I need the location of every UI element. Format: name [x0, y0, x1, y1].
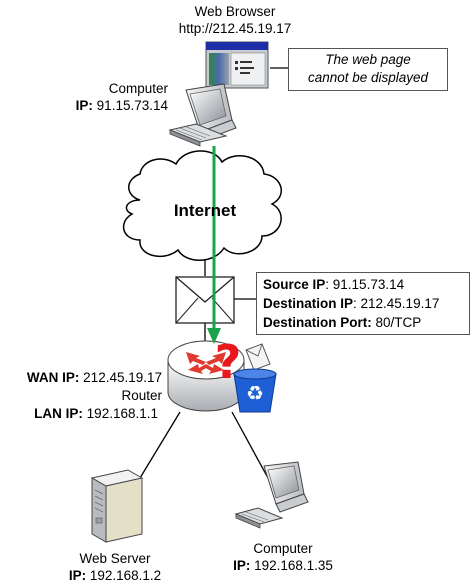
router-name: Router — [121, 388, 162, 403]
error-line-1: The web page — [325, 52, 411, 67]
cloud-icon — [122, 150, 282, 261]
router-wan-value: 212.45.19.17 — [79, 370, 162, 385]
web-server-ip-label: IP: — [68, 568, 87, 583]
computer-bottom-ip-label: IP: — [233, 558, 251, 573]
computer-top-name: Computer — [108, 81, 168, 96]
svg-text:♻: ♻ — [246, 381, 264, 405]
router-wan-label: WAN IP: — [26, 370, 80, 385]
browser-url: http://212.45.19.17 — [178, 21, 292, 36]
web-server-ip-value: 192.168.1.2 — [86, 568, 162, 583]
browser-window-icon — [205, 41, 269, 89]
packet-info-box: Source IP: 91.15.73.14 Destination IP: 2… — [256, 272, 470, 335]
router-lan-ip: LAN IP: 192.168.1.1 — [0, 405, 158, 422]
link-router-computer — [231, 411, 269, 479]
web-server-ip: IP: 192.168.1.2 — [40, 567, 190, 584]
internet-label: Internet — [173, 201, 237, 220]
recycle-bin-icon: ♻ — [233, 343, 277, 413]
packet-source: Source IP: 91.15.73.14 — [263, 277, 405, 292]
envelope-icon — [175, 276, 235, 324]
computer-top-ip-value: 91.15.73.14 — [96, 98, 168, 113]
computer-bottom-ip: IP: 192.168.1.35 — [208, 557, 358, 574]
packet-port: Destination Port: 80/TCP — [263, 315, 422, 330]
computer-bottom-ip-value: 192.168.1.35 — [250, 558, 333, 573]
server-icon — [90, 469, 144, 543]
links — [139, 67, 288, 479]
svg-text:?: ? — [215, 335, 242, 389]
computer-bottom-name: Computer — [253, 541, 313, 556]
router-lan-label: LAN IP: — [34, 406, 83, 421]
computer-icon — [168, 83, 237, 147]
router-icon — [167, 340, 245, 412]
link-router-server — [139, 411, 181, 479]
router-lan-value: 192.168.1.1 — [82, 406, 158, 421]
browser-title: Web Browser — [194, 4, 276, 19]
computer-top-ip: IP: 91.15.73.14 — [0, 97, 168, 114]
computer-icon-bottom — [234, 461, 309, 529]
computer-top-ip-label: IP: — [75, 98, 93, 113]
traffic-arrow — [207, 146, 221, 344]
packet-destination: Destination IP: 212.45.19.17 — [263, 296, 440, 311]
question-mark-icon: ? — [215, 335, 242, 389]
web-server-name: Web Server — [79, 551, 151, 566]
error-line-2: cannot be displayed — [307, 70, 429, 85]
router-wan-ip: WAN IP: 212.45.19.17 — [0, 369, 162, 386]
error-callout: The web page cannot be displayed — [288, 48, 448, 91]
